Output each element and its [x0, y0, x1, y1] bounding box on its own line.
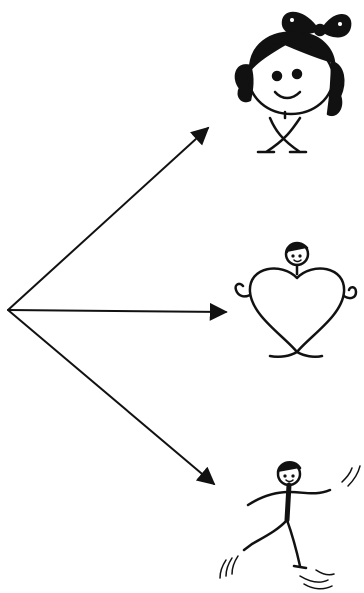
- girl-with-bow-figure: [236, 13, 350, 152]
- left-eye: [273, 72, 281, 80]
- heart-figure-feet: [270, 352, 322, 357]
- heart-right-arm: [344, 287, 356, 298]
- arrow-to-skater: [8, 310, 214, 484]
- skater-right-leg: [287, 520, 306, 568]
- skater-hair: [278, 462, 300, 472]
- skating-figure: [220, 462, 360, 589]
- right-eye: [293, 70, 301, 78]
- skater-left-leg: [244, 520, 287, 550]
- arrows-group: [8, 128, 226, 484]
- mouth: [275, 92, 300, 98]
- arrow-to-heart: [8, 310, 226, 312]
- legs: [258, 118, 306, 152]
- girl-face: [249, 42, 333, 114]
- heart-figure-hair: [287, 244, 307, 252]
- skater-body: [287, 485, 289, 520]
- heart-left-arm: [236, 284, 250, 296]
- heart-figure: [236, 243, 356, 357]
- arrow-to-girl: [8, 128, 208, 310]
- heart-body: [250, 269, 344, 352]
